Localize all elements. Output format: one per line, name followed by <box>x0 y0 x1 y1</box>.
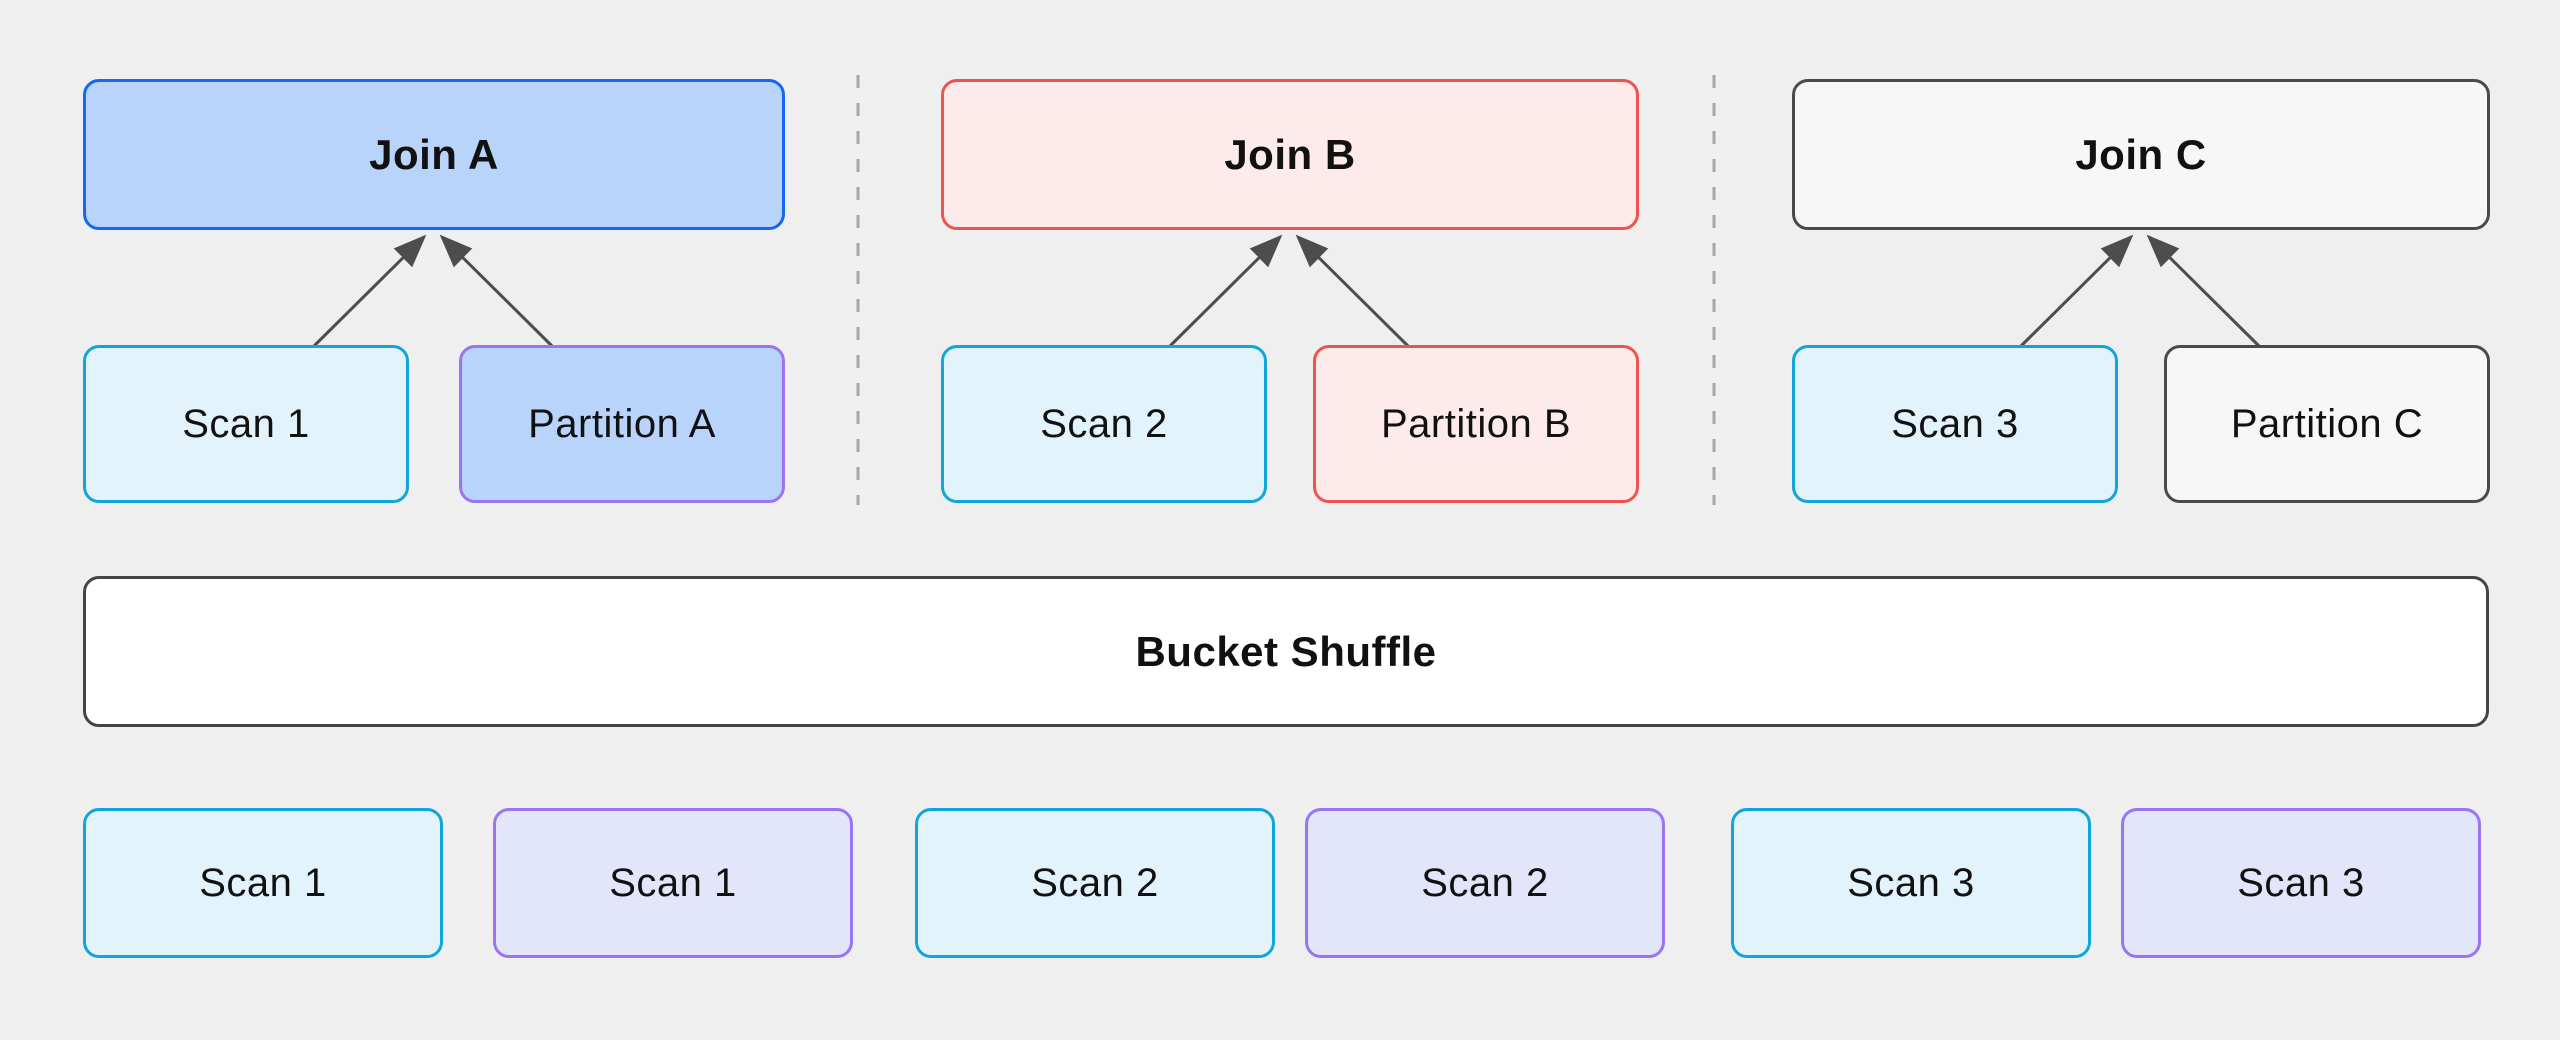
bottom-scan-3-right-label: Scan 3 <box>2237 860 2365 905</box>
join-a-label: Join A <box>369 130 499 178</box>
bottom-scan-3-right-node: Scan 3 <box>2121 808 2481 958</box>
join-c-label: Join C <box>2075 130 2207 178</box>
bottom-scan-2-right-label: Scan 2 <box>1421 860 1549 905</box>
bottom-scan-1-right-label: Scan 1 <box>609 860 737 905</box>
edge-scan3-to-join-c <box>2019 234 2134 348</box>
partition-a-label: Partition A <box>528 401 716 446</box>
edge-partition-a-to-join-a <box>439 234 554 348</box>
partition-b-label: Partition B <box>1380 401 1572 446</box>
edge-partition-c-to-join-c <box>2146 234 2261 348</box>
bottom-scan-3-left-label: Scan 3 <box>1847 860 1975 905</box>
bottom-scan-3-left-node: Scan 3 <box>1731 808 2091 958</box>
bottom-scan-2-left-label: Scan 2 <box>1031 860 1159 905</box>
bottom-scan-1-left-node: Scan 1 <box>83 808 443 958</box>
edge-scan2-to-join-b <box>1168 234 1283 348</box>
edge-partition-b-to-join-b <box>1295 234 1410 348</box>
scan-3-node: Scan 3 <box>1792 345 2118 503</box>
partition-b-node: Partition B <box>1313 345 1639 503</box>
partition-c-node: Partition C <box>2164 345 2490 503</box>
bottom-scan-2-left-node: Scan 2 <box>915 808 1275 958</box>
bucket-shuffle-label: Bucket Shuffle <box>1135 627 1437 675</box>
join-c-node: Join C <box>1792 79 2490 230</box>
partition-c-label: Partition C <box>2230 401 2424 446</box>
edge-scan1-to-join-a <box>312 234 427 348</box>
bottom-scan-1-right-node: Scan 1 <box>493 808 853 958</box>
join-a-node: Join A <box>83 79 785 230</box>
partition-a-node: Partition A <box>459 345 785 503</box>
scan-1-node: Scan 1 <box>83 345 409 503</box>
join-b-node: Join B <box>941 79 1639 230</box>
scan-2-node: Scan 2 <box>941 345 1267 503</box>
scan-3-label: Scan 3 <box>1891 401 2019 446</box>
bottom-scan-2-right-node: Scan 2 <box>1305 808 1665 958</box>
scan-1-label: Scan 1 <box>182 401 310 446</box>
scan-2-label: Scan 2 <box>1040 401 1168 446</box>
bucket-shuffle-node: Bucket Shuffle <box>83 576 2489 727</box>
bottom-scan-1-left-label: Scan 1 <box>199 860 327 905</box>
join-b-label: Join B <box>1224 130 1356 178</box>
